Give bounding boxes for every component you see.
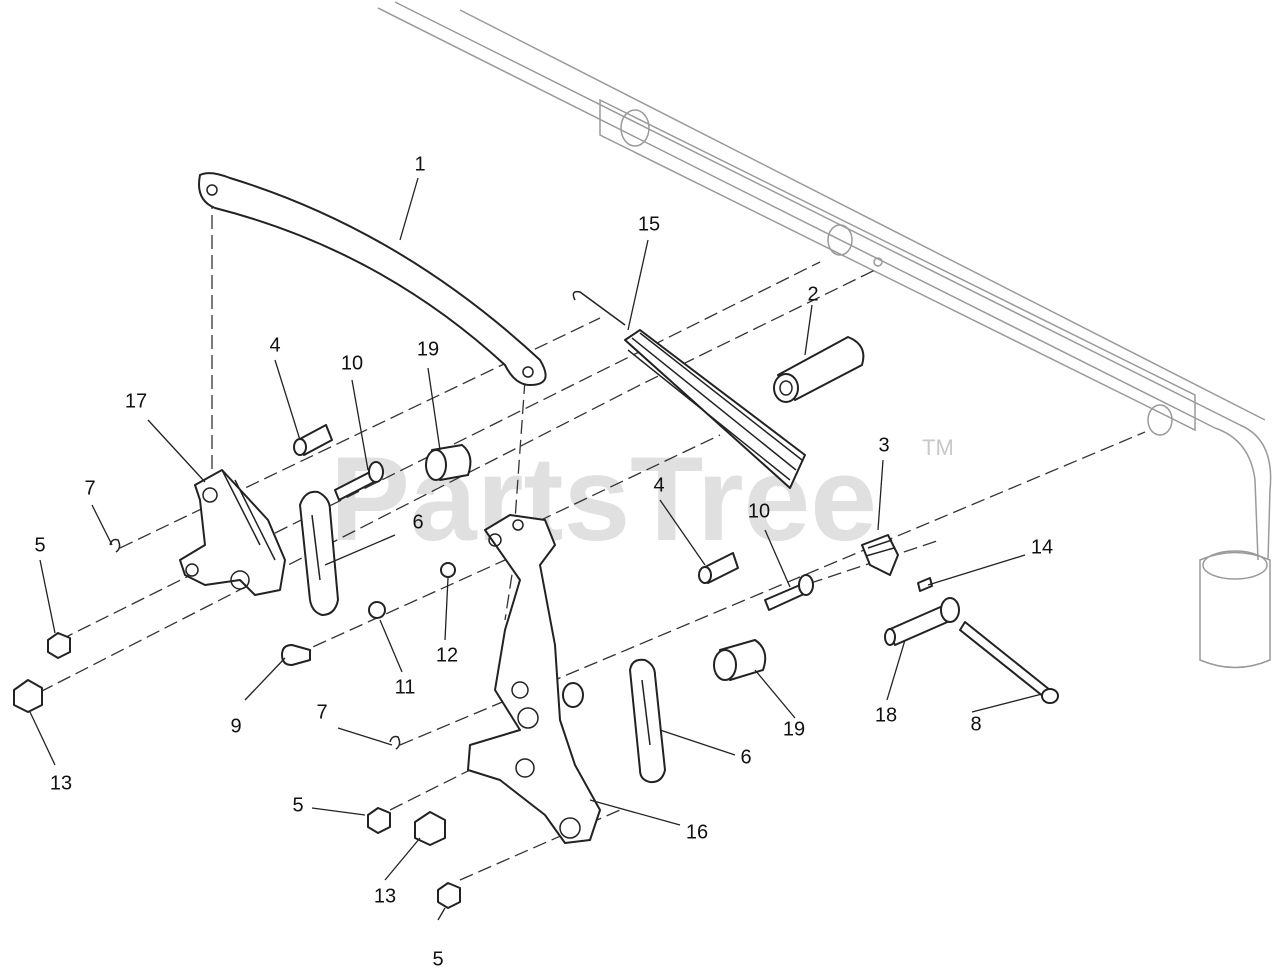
shaft-18 xyxy=(884,597,960,646)
tube xyxy=(773,336,865,403)
bolt-right xyxy=(764,574,814,611)
screw-9 xyxy=(281,644,311,666)
slotted-link-left xyxy=(299,490,339,616)
callout-5-mid: 5 xyxy=(292,794,303,816)
callout-10-right: 10 xyxy=(748,500,770,522)
callout-6-right: 6 xyxy=(740,746,751,768)
callout-11: 11 xyxy=(395,676,416,698)
callout-4-right: 4 xyxy=(653,474,664,496)
curved-arm-hole-bottom xyxy=(522,366,534,378)
callout-19-right: 19 xyxy=(783,718,805,740)
callout-labels: 1 2 3 4 4 5 5 5 6 6 7 7 8 9 10 10 11 12 … xyxy=(34,153,1053,970)
callout-10-left: 10 xyxy=(341,352,363,374)
callout-18: 18 xyxy=(875,704,897,726)
callout-13-left: 13 xyxy=(50,772,72,794)
spring-adjuster xyxy=(861,534,899,576)
clip-7-left xyxy=(109,538,121,553)
nut-5-bottom xyxy=(437,882,461,909)
pin-left xyxy=(293,424,333,456)
callout-17: 17 xyxy=(125,390,147,412)
callout-14: 14 xyxy=(1031,536,1053,558)
callout-12: 12 xyxy=(436,644,458,666)
nut-5-mid xyxy=(367,807,391,834)
callout-3: 3 xyxy=(878,434,889,456)
watermark-trademark: TM xyxy=(922,435,954,460)
bolt-left xyxy=(334,461,384,501)
pin-right xyxy=(698,552,739,584)
nut-13-left xyxy=(13,679,43,713)
nut-5-left xyxy=(47,632,71,659)
callout-16: 16 xyxy=(686,821,708,843)
slotted-link-right xyxy=(629,658,666,784)
callout-4-left: 4 xyxy=(269,334,280,356)
left-lever-assembly xyxy=(179,469,286,596)
callout-7-right: 7 xyxy=(316,701,327,723)
curved-arm-hole-top xyxy=(206,184,218,196)
callout-8: 8 xyxy=(970,713,981,735)
pin-14 xyxy=(917,577,933,592)
callout-6-left: 6 xyxy=(412,511,423,533)
bushing-right xyxy=(713,639,767,681)
leader-lines xyxy=(29,177,1043,921)
callout-15: 15 xyxy=(638,213,660,235)
clip-7-right xyxy=(389,735,401,750)
callout-19-left: 19 xyxy=(417,338,439,360)
callout-2: 2 xyxy=(807,283,818,305)
washer-11 xyxy=(368,601,386,619)
right-lever-assembly xyxy=(467,514,601,844)
frame-rail xyxy=(377,1,1272,669)
washer-12 xyxy=(440,562,456,578)
callout-13-mid: 13 xyxy=(374,885,396,907)
nut-13-mid xyxy=(414,811,446,846)
callout-5-bottom: 5 xyxy=(432,948,443,970)
callout-1: 1 xyxy=(414,153,425,175)
rod-8 xyxy=(959,621,1059,704)
bushing-left xyxy=(425,444,472,481)
spring xyxy=(572,290,806,489)
callout-5-left: 5 xyxy=(34,534,45,556)
callout-9: 9 xyxy=(230,715,241,737)
callout-7-left: 7 xyxy=(84,477,95,499)
curved-arm xyxy=(198,172,547,386)
